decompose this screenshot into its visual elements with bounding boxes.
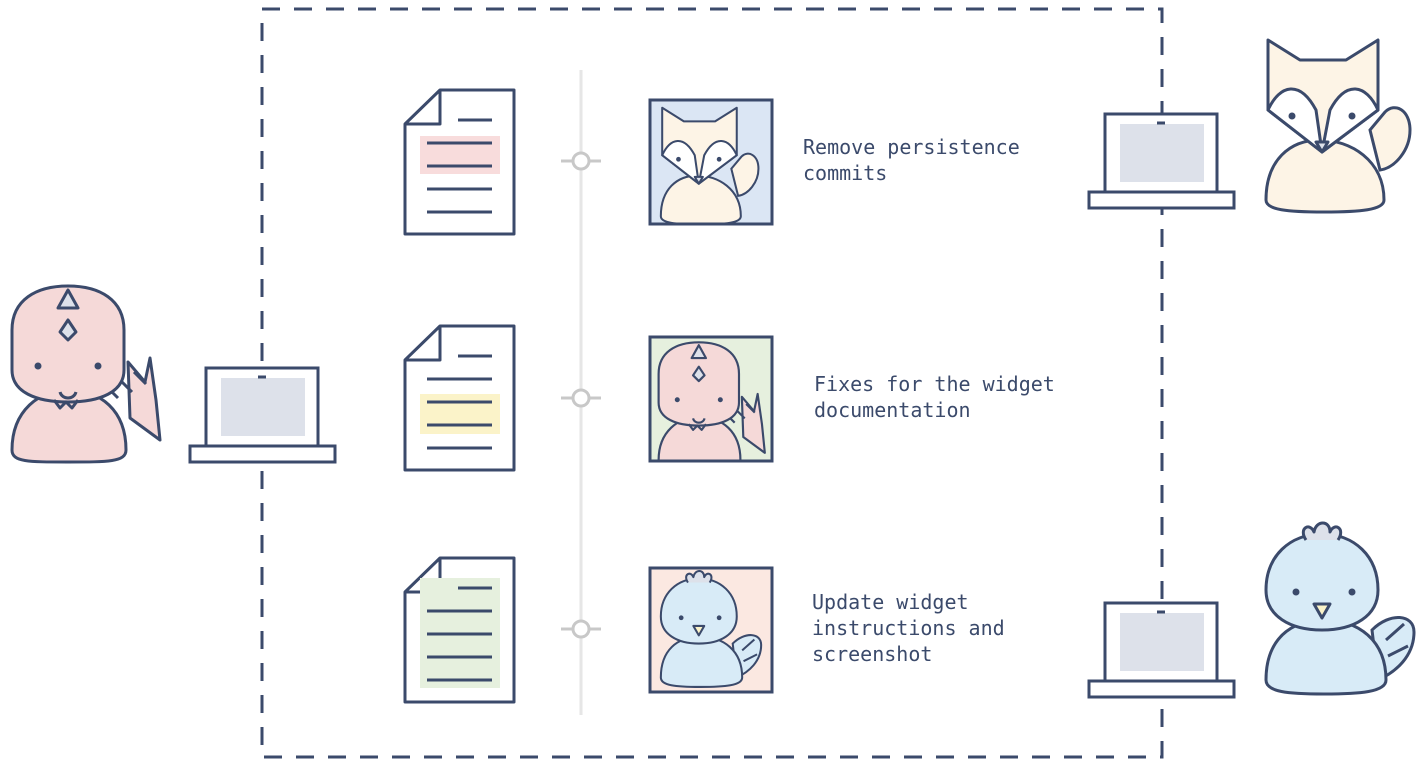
bird-icon xyxy=(1264,521,1416,696)
dino-icon xyxy=(10,284,162,464)
contributor-fox xyxy=(1087,38,1412,214)
commit-1: Remove persistence commits xyxy=(403,88,1032,236)
commit-node xyxy=(561,151,601,171)
contributor-bird xyxy=(1087,521,1416,699)
commit-message: Remove persistence commits xyxy=(803,135,1032,185)
document-icon xyxy=(403,324,516,472)
document-icon xyxy=(403,88,516,236)
laptop-icon xyxy=(188,366,337,464)
laptop-icon xyxy=(1087,112,1236,210)
fox-icon xyxy=(1264,38,1412,214)
laptop-icon xyxy=(1087,601,1236,699)
document-icon xyxy=(403,556,516,704)
commit-node xyxy=(561,619,601,639)
contributor-dino xyxy=(10,284,337,464)
commit-node xyxy=(561,388,601,408)
author-portrait xyxy=(648,566,774,694)
commit-2: Fixes for the widget documentation xyxy=(403,324,1067,472)
commit-message: Update widget instructions and screensho… xyxy=(812,590,1017,666)
commit-3: Update widget instructions and screensho… xyxy=(403,556,1017,704)
commit-message: Fixes for the widget documentation xyxy=(814,372,1067,422)
author-portrait xyxy=(648,335,774,463)
author-portrait xyxy=(648,98,774,226)
